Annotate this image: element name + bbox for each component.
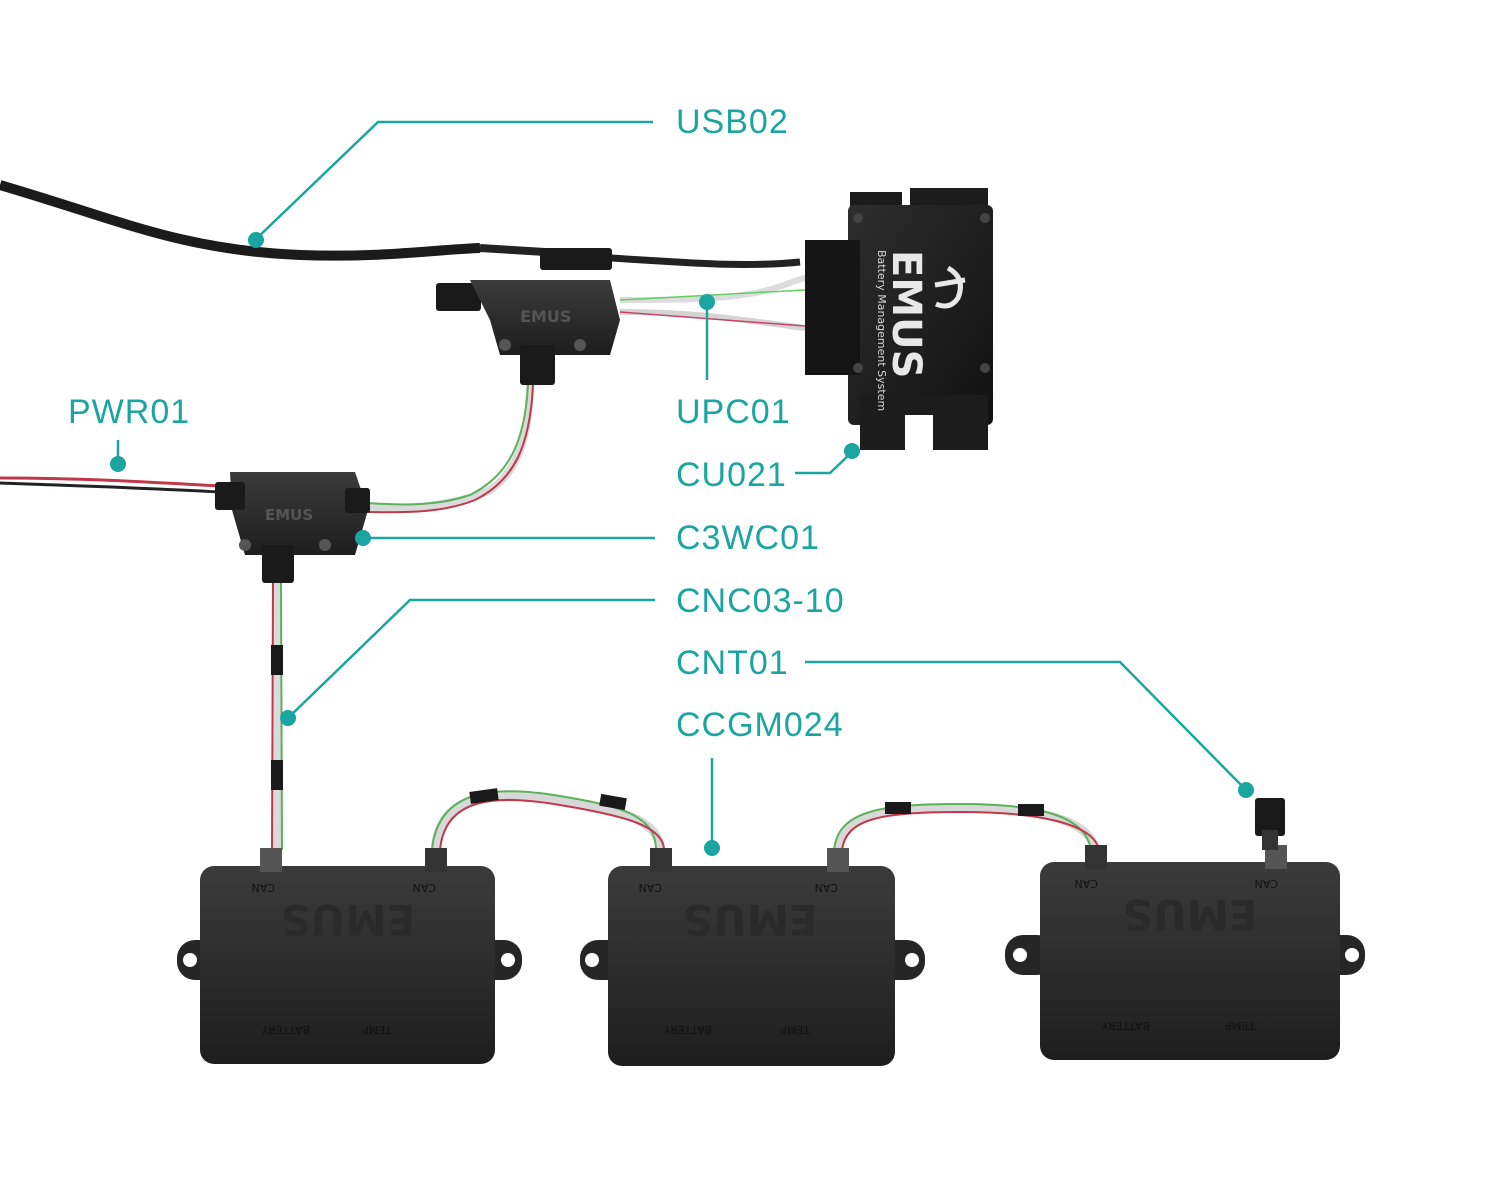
label-usb02: USB02: [676, 103, 789, 141]
cell-module-1: EMUS CAN CAN BATTERY TEMP: [177, 848, 522, 1064]
green-wire: [619, 289, 806, 301]
heatshrink: [271, 645, 283, 675]
cell-module-3: EMUS CAN CAN BATTERY TEMP: [1005, 845, 1365, 1060]
pwr01-red-wire: [0, 476, 221, 488]
usb-to-cu-cable: [609, 254, 801, 269]
dot-pwr01: [110, 456, 126, 472]
module3-battery-text: BATTERY: [1102, 1019, 1150, 1032]
dot-cnt01: [1238, 782, 1254, 798]
splitter1-brand-text: EMUS: [520, 307, 571, 326]
upc01-cable: [619, 275, 806, 303]
heatshrink: [885, 802, 911, 814]
label-cu021: CU021: [676, 456, 787, 494]
usb-connector-lead: [479, 244, 546, 256]
c3wc01-splitter: EMUS: [215, 472, 370, 583]
callout-cu021: [795, 451, 853, 475]
label-upc01: UPC01: [676, 393, 791, 431]
module3-temp-text: TEMP: [1225, 1019, 1256, 1032]
dot-usb02: [248, 232, 264, 248]
cnt01-terminator: [1255, 798, 1285, 850]
usb-cable: [0, 180, 481, 261]
pwr01-black-wire: [0, 481, 221, 494]
cell-module-2: EMUS CAN CAN BATTERY TEMP: [580, 848, 925, 1066]
dot-cnc03: [280, 710, 296, 726]
cu-brand-text: EMUS: [883, 250, 929, 378]
module3-can-right: CAN: [1255, 877, 1278, 890]
module3-brand-text: EMUS: [1123, 890, 1258, 939]
module1-temp-text: TEMP: [362, 1023, 393, 1036]
dot-upc01: [699, 294, 715, 310]
dot-ccgm024: [704, 840, 720, 856]
link-red: [367, 384, 534, 514]
module1-can-right: CAN: [413, 881, 436, 894]
callout-lines: [116, 120, 1247, 848]
red-wire: [619, 311, 806, 327]
module2-battery-text: BATTERY: [664, 1023, 712, 1036]
heatshrink: [1018, 804, 1044, 816]
module1-brand-text: EMUS: [281, 895, 416, 944]
module2-brand-text: EMUS: [683, 895, 818, 944]
emus-logo-icon: [934, 265, 966, 309]
label-ccgm024: CCGM024: [676, 706, 844, 744]
heatshrink: [469, 788, 499, 804]
callout-usb02: [254, 120, 653, 241]
callout-dots: [110, 232, 1254, 856]
cables: [0, 180, 1100, 852]
dot-cu021: [844, 443, 860, 459]
label-pwr01: PWR01: [68, 393, 190, 431]
link2-green: [833, 802, 1092, 851]
control-unit: EMUS Battery Management System: [805, 188, 993, 453]
upc01-splitter: EMUS: [436, 248, 620, 385]
link1-green: [431, 790, 657, 851]
label-cnc03-10: CNC03-10: [676, 582, 845, 620]
label-cnt01: CNT01: [676, 644, 789, 682]
link2-red: [841, 810, 1100, 851]
module1-can-left: CAN: [252, 881, 275, 894]
module2-can-right: CAN: [815, 881, 838, 894]
heatshrink: [271, 760, 283, 790]
module2-temp-text: TEMP: [780, 1023, 811, 1036]
module3-can-left: CAN: [1075, 877, 1098, 890]
splitter2-brand-text: EMUS: [265, 506, 313, 524]
link1-red: [439, 798, 665, 851]
cu-subtitle-text: Battery Management System: [875, 250, 888, 411]
label-c3wc01: C3WC01: [676, 519, 820, 557]
link-green: [367, 384, 529, 506]
callout-cnc03: [287, 598, 655, 719]
heatshrink: [599, 793, 627, 811]
dot-c3wc01: [355, 530, 371, 546]
callout-cnt01: [805, 660, 1247, 791]
module1-battery-text: BATTERY: [262, 1023, 310, 1036]
cnc-red: [271, 579, 274, 851]
junction-link-cable: [364, 379, 534, 513]
module2-can-left: CAN: [639, 881, 662, 894]
